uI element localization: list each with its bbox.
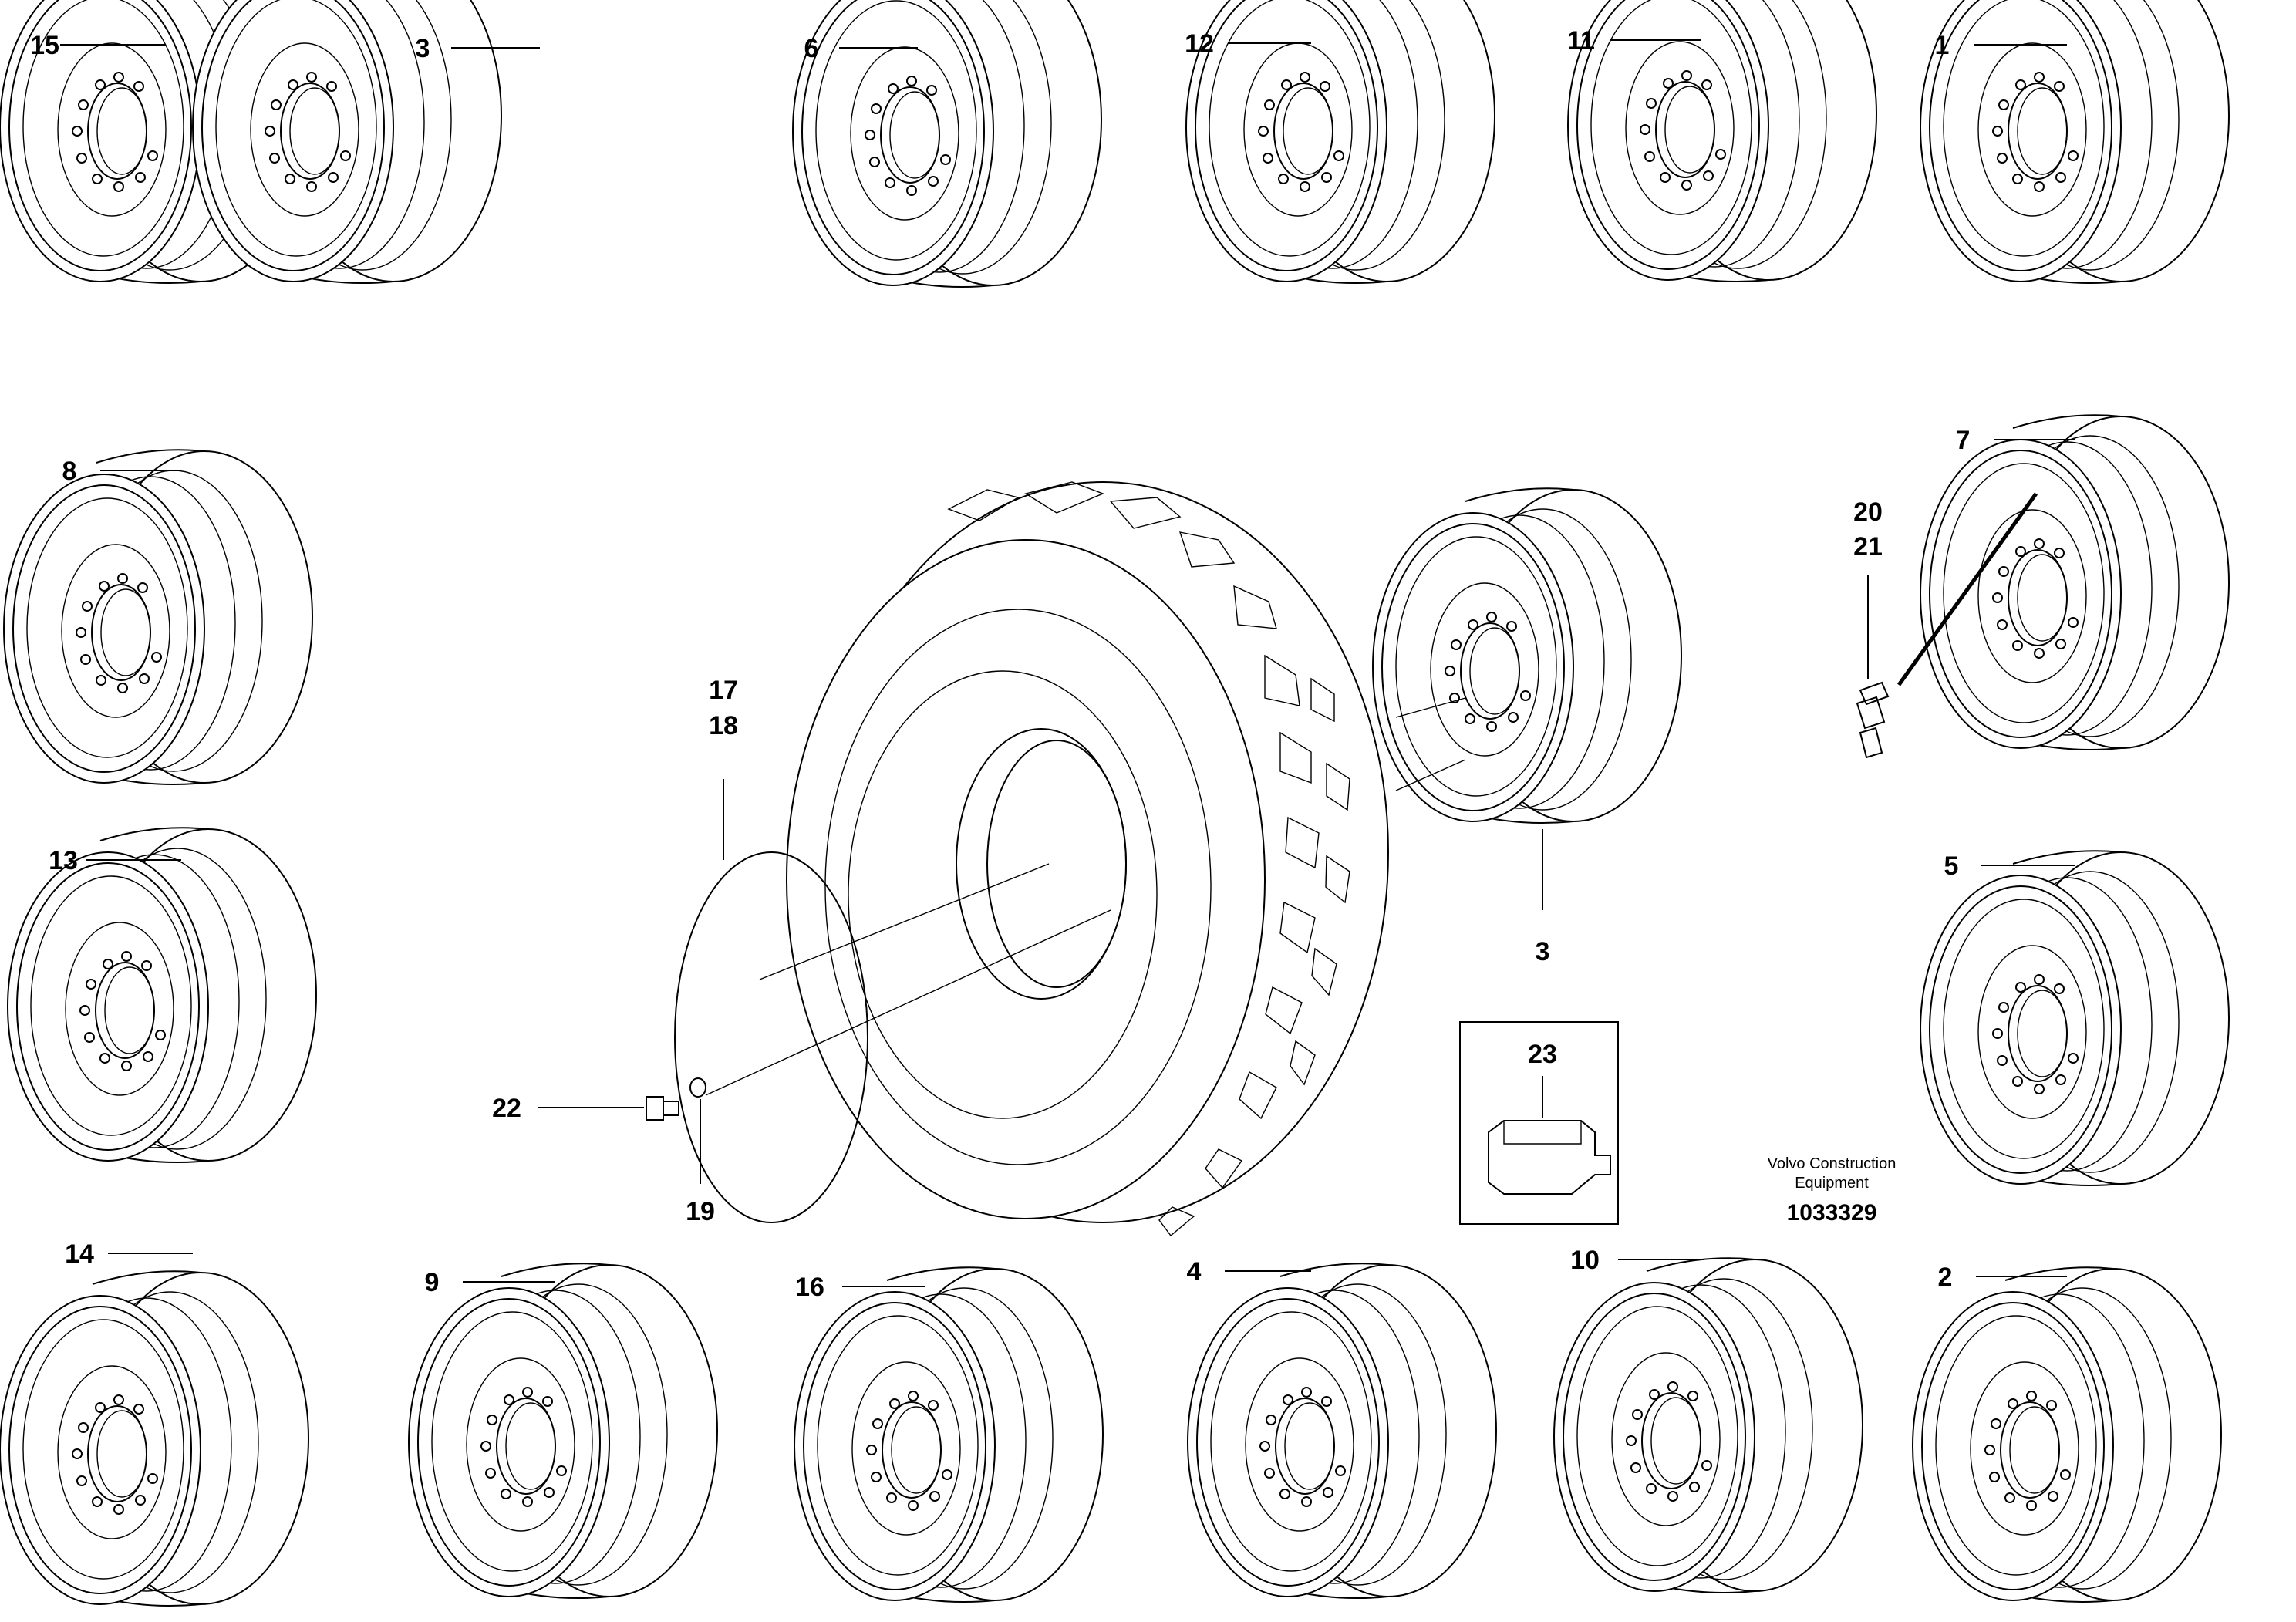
wheel-11: 11: [1567, 0, 1877, 283]
brand-line-2: Equipment: [1795, 1175, 1869, 1192]
wheel-10: 10: [1553, 1246, 1863, 1594]
part-23-box: 23: [1459, 1021, 1619, 1225]
wheel-3-center: 3: [1372, 487, 1682, 966]
wheel-1: 1: [1920, 0, 2230, 285]
wheel-2-label: 2: [1938, 1263, 1953, 1292]
seal-label-17: 17: [709, 676, 738, 705]
valve: 20 21: [1853, 497, 1890, 759]
valve-label-21: 21: [1853, 532, 1883, 561]
wheel-7-label: 7: [1956, 426, 1971, 455]
wheel-5-label: 5: [1944, 851, 1959, 881]
wheel-11-label: 11: [1567, 26, 1595, 56]
wheel-15-label: 15: [30, 31, 59, 60]
wheel-10-label: 10: [1570, 1246, 1600, 1275]
brand-line-1: Volvo Construction: [1768, 1155, 1896, 1172]
wheel-14-label: 14: [65, 1239, 94, 1269]
reference-number: 1033329: [1787, 1200, 1877, 1226]
washer-label: 19: [686, 1197, 715, 1226]
wheel-5: 5: [1920, 850, 2230, 1187]
wheel-6-label: 6: [804, 34, 819, 63]
wheel-8-label: 8: [62, 457, 77, 486]
screw-label: 22: [492, 1094, 521, 1123]
wheel-16-label: 16: [795, 1273, 824, 1302]
wheel-2: 2: [1912, 1263, 2222, 1603]
wheel-12: 12: [1185, 0, 1495, 285]
wheel-7: 7: [1896, 414, 2230, 751]
screw: 22: [492, 1094, 679, 1123]
seal-ring: 17 18: [674, 676, 868, 1223]
wheel-13-label: 13: [49, 846, 78, 875]
wheel-14: 14: [0, 1239, 309, 1607]
wheel-13: 13: [7, 827, 317, 1164]
wheel-4: 4: [1187, 1257, 1497, 1600]
tire: [705, 481, 1389, 1237]
wheel-3-label: 3: [416, 34, 430, 63]
wheel-6: 6: [792, 0, 1102, 288]
wheel-9: 9: [408, 1263, 718, 1600]
wheel-8: 8: [3, 449, 313, 786]
footer: Volvo Construction Equipment 1033329: [1768, 1155, 1896, 1226]
center-rim-label: 3: [1536, 937, 1550, 966]
wheel-4-label: 4: [1187, 1257, 1202, 1286]
washer: 19: [686, 1077, 715, 1226]
wheel-9-label: 9: [425, 1268, 440, 1297]
seal-label-18: 18: [709, 711, 738, 740]
valve-label-20: 20: [1853, 497, 1883, 527]
wheel-12-label: 12: [1185, 29, 1214, 59]
wheel-16: 16: [794, 1266, 1104, 1603]
wheel-1-label: 1: [1935, 31, 1950, 60]
wheel-3-top: 3: [192, 0, 540, 285]
part-23-label: 23: [1528, 1040, 1557, 1069]
wheel-15: 15: [0, 0, 309, 285]
